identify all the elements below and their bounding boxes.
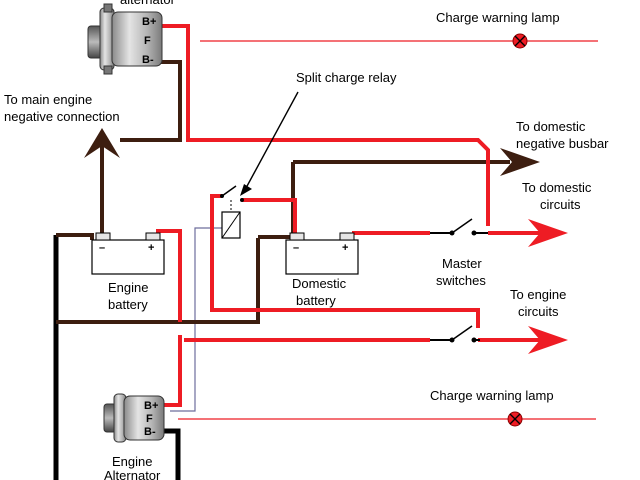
relay-icon (220, 185, 244, 239)
label-domestic-circ-1: To domestic (522, 180, 592, 195)
engine-battery-minus: – (99, 242, 105, 254)
ground-wire-alternator (162, 428, 181, 480)
arrow-engine-circuits (528, 326, 568, 354)
label-charge-lamp-top: Charge warning lamp (436, 10, 560, 25)
arrow-main-negative (84, 128, 120, 158)
top-alt-b-plus: B+ (142, 16, 156, 28)
engine-alternator: B+ F B- (103, 393, 165, 443)
arrow-domestic-circuits (528, 219, 568, 247)
negative-domestic-link (56, 238, 260, 324)
negative-wire-main (56, 233, 94, 240)
top-alternator: B+ F B- (87, 3, 163, 75)
domestic-battery-minus: – (293, 242, 299, 254)
relay-pointer (240, 91, 299, 196)
lamp-icon (507, 411, 523, 427)
positive-wire-engine-battery-low (160, 335, 182, 407)
engine-alt-f: F (146, 413, 153, 425)
wires (53, 24, 598, 480)
label-top-alternator: alternator (120, 0, 176, 7)
label-engine-battery-1: Engine (108, 280, 148, 295)
positive-wire-top-alt (160, 24, 490, 226)
labels: alternator Charge warning lamp To main e… (4, 0, 609, 480)
engine-alt-b-plus: B+ (144, 400, 158, 412)
label-engine-battery-2: battery (108, 297, 148, 312)
arrow-domestic-negative (500, 148, 540, 176)
top-alt-f: F (144, 35, 151, 47)
label-engine-circ-1: To engine (510, 287, 566, 302)
alternator-icon (87, 3, 163, 75)
label-domestic-battery-1: Domestic (292, 276, 347, 291)
label-master-switches-2: switches (436, 273, 486, 288)
label-main-engine-2: negative connection (4, 109, 120, 124)
label-domestic-circ-2: circuits (540, 197, 581, 212)
lamp-icon (512, 33, 528, 49)
switch-icon[interactable] (430, 218, 488, 343)
engine-alt-b-minus: B- (144, 426, 156, 438)
label-domestic-neg-1: To domestic (516, 119, 586, 134)
negative-wire-alt-top (120, 60, 182, 142)
positive-wire-relay-out (242, 198, 297, 233)
label-master-switches-1: Master (442, 256, 482, 271)
positive-wire-engine-battery (156, 229, 182, 322)
domestic-battery: – + (285, 232, 359, 275)
alternator-icon (103, 393, 165, 443)
label-engine-circ-2: circuits (518, 304, 559, 319)
top-alt-b-minus: B- (142, 54, 154, 66)
engine-battery: – + (91, 232, 165, 275)
label-main-engine-1: To main engine (4, 92, 92, 107)
label-domestic-neg-2: negative busbar (516, 136, 609, 151)
engine-battery-plus: + (148, 242, 154, 254)
label-domestic-battery-2: battery (296, 293, 336, 308)
battery-icon (91, 239, 165, 275)
label-engine-alt-2: Alternator (104, 468, 161, 480)
domestic-battery-plus: + (342, 242, 348, 254)
positive-wire-relay-in (210, 194, 480, 328)
label-charge-lamp-bottom: Charge warning lamp (430, 388, 554, 403)
battery-icon (285, 239, 359, 275)
relay-sense-wire (170, 227, 222, 412)
arrow-icon (84, 128, 568, 354)
label-split-relay: Split charge relay (296, 70, 397, 85)
label-engine-alt-1: Engine (112, 454, 152, 469)
